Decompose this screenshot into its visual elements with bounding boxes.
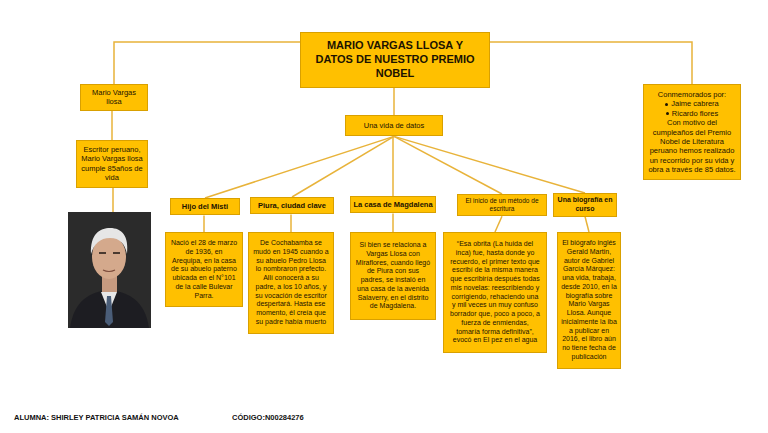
box-text: Con motivo del cumpleaños del Premio Nob…	[648, 118, 736, 174]
connector	[203, 215, 205, 232]
info-box: De Cochabamba se mudó en 1945 cuando a s…	[248, 232, 334, 334]
info-box: Hijo del Misti	[170, 198, 240, 215]
info-box: El inicio de un método de escritura	[457, 194, 547, 216]
connector	[490, 42, 692, 84]
box-text: Si bien se relaciona a Vargas Llosa con …	[355, 241, 431, 311]
info-box: Si bien se relaciona a Vargas Llosa con …	[350, 232, 436, 320]
leader-line	[112, 186, 114, 213]
box-text: Ricardo flores	[672, 109, 718, 118]
box-text: Hijo del Misti	[173, 202, 237, 211]
info-box: El biógrafo inglés Gerald Martin, autor …	[557, 232, 621, 369]
bullet-dot	[666, 112, 669, 115]
box-text: El biógrafo inglés Gerald Martin, autor …	[561, 239, 617, 362]
connector	[205, 136, 394, 198]
connector	[392, 136, 394, 196]
footer-label: CÓDIGO:N00284276	[232, 413, 304, 422]
info-box: “Esa obrita (La huida del inca) fue, has…	[443, 232, 547, 353]
box-text: “Esa obrita (La huida del inca) fue, has…	[449, 240, 541, 345]
connector	[292, 136, 394, 197]
box-text: Una vida de datos	[349, 121, 439, 130]
box-text: Mario Vargas llosa	[84, 88, 144, 107]
info-box: Mario Vargas llosa	[80, 84, 148, 111]
title-box: MARIO VARGAS LLOSA Y DATOS DE NUESTRO PR…	[300, 32, 490, 88]
connector	[114, 42, 300, 84]
connector	[392, 213, 394, 232]
connector	[495, 216, 502, 232]
connector	[393, 88, 395, 115]
info-box: Escritor peruano, Mario Vargas llosa cum…	[76, 140, 148, 188]
box-text: De Cochabamba se mudó en 1945 cuando a s…	[253, 239, 329, 327]
box-text: El inicio de un método de escritura	[460, 197, 544, 213]
connector	[585, 217, 589, 233]
box-text: Nació el 28 de marzo de 1936, en Arequip…	[170, 239, 238, 300]
box-text: Una biografía en curso	[556, 196, 614, 214]
connector	[111, 111, 113, 140]
info-box: Una vida de datos	[345, 115, 443, 136]
box-text: Escritor peruano, Mario Vargas llosa cum…	[80, 145, 144, 183]
connector	[394, 136, 585, 193]
info-box: Nació el 28 de marzo de 1936, en Arequip…	[165, 232, 243, 307]
bullet-dot	[665, 103, 668, 106]
info-box: Piura, ciudad clave	[250, 197, 334, 214]
box-text: Piura, ciudad clave	[253, 201, 331, 210]
diagram-title: MARIO VARGAS LLOSA Y DATOS DE NUESTRO PR…	[309, 39, 481, 80]
info-box: Una biografía en curso	[553, 193, 617, 217]
box-text: La casa de Magdalena	[353, 200, 433, 209]
connector	[290, 214, 292, 232]
info-box: La casa de Magdalena	[350, 196, 436, 213]
connector	[394, 136, 502, 194]
footer-label: ALUMNA: SHIRLEY PATRICIA SAMÁN NOVOA	[14, 413, 179, 422]
info-box: Conmemorados por:Jaime cabreraRicardo fl…	[643, 84, 741, 180]
box-text: Conmemorados por:	[648, 90, 736, 99]
box-text: Jaime cabrera	[671, 99, 719, 108]
portrait-photo	[68, 212, 151, 328]
